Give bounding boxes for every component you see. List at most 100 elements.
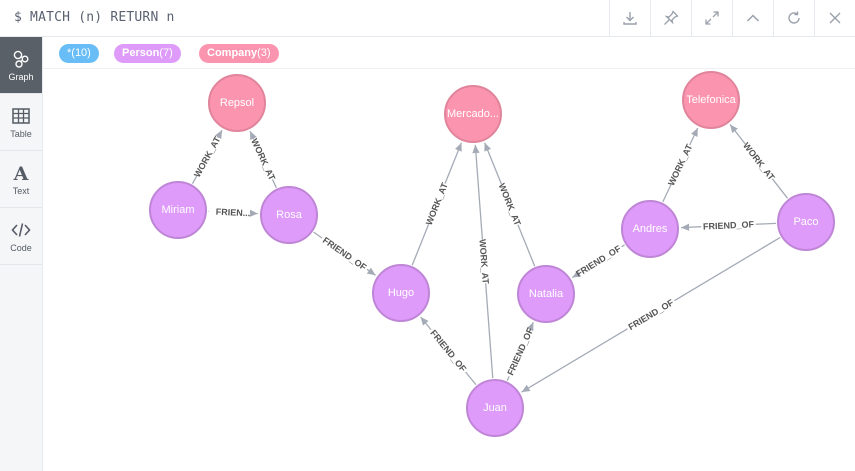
relationship-label: WORK_AT (424, 181, 450, 227)
node-circle[interactable] (517, 265, 575, 323)
relationship-miriam-repsol[interactable]: WORK_AT (191, 129, 223, 185)
collapse-button[interactable] (732, 0, 772, 36)
text-icon: A (13, 163, 29, 183)
graph-icon (13, 50, 29, 68)
tag-person[interactable]: Person(7) (114, 44, 181, 63)
relationship-miriam-rosa[interactable]: FRIEN... (207, 207, 259, 219)
sidebar-item-label: Text (12, 185, 30, 196)
node-label: Natalia (529, 288, 564, 300)
node-circle[interactable] (777, 193, 835, 251)
query-text[interactable]: $ MATCH (n) RETURN n (14, 10, 175, 25)
relationship-label: FRIEND_OF (626, 297, 675, 332)
node-circle[interactable] (372, 264, 430, 322)
download-button[interactable] (609, 0, 649, 36)
relationship-natalia-mercado[interactable]: WORK_AT (484, 142, 536, 267)
relationship-line (313, 231, 323, 239)
sidebar-item-text[interactable]: A Text (0, 151, 42, 208)
node-telefonica[interactable]: Telefonica (682, 71, 740, 129)
node-label: Paco (793, 216, 818, 228)
node-label: Mercado... (447, 108, 499, 120)
node-miriam[interactable]: Miriam (149, 181, 207, 239)
tag-label: Person (122, 47, 160, 59)
relationship-line (729, 124, 746, 145)
refresh-icon (787, 11, 800, 24)
node-label: Juan (483, 402, 507, 414)
tag-count: (3) (257, 47, 271, 59)
tag-all[interactable]: *(10) (59, 44, 99, 63)
relationship-label: WORK_AT (741, 141, 777, 183)
pin-button[interactable] (650, 0, 690, 36)
relationship-line (420, 316, 432, 331)
relationship-label: FRIEND_OF (428, 328, 468, 374)
node-circle[interactable] (466, 379, 524, 437)
relationships-layer: WORK_AT WORK_AT FRIEN... FRIEND_OF WORK_AT WO… (191, 124, 789, 393)
relationship-juan-hugo[interactable]: FRIEND_OF (420, 316, 477, 386)
chevron-up-icon (746, 14, 759, 22)
view-sidebar: Graph Table A Text Code (0, 37, 43, 471)
sidebar-item-graph[interactable]: Graph (0, 37, 42, 94)
relationship-paco-andres[interactable]: FRIEND_OF (680, 219, 777, 232)
node-label: Miriam (162, 204, 195, 216)
sidebar-item-code[interactable]: Code (0, 208, 42, 265)
relationship-line (484, 142, 503, 185)
tag-count: (10) (71, 47, 91, 59)
relationship-rosa-repsol[interactable]: WORK_AT (249, 130, 277, 189)
node-circle[interactable] (682, 71, 740, 129)
relationship-line (621, 244, 625, 248)
graph-svg[interactable]: WORK_AT WORK_AT FRIEN... FRIEND_OF WORK_AT WO… (43, 69, 855, 471)
node-hugo[interactable]: Hugo (372, 264, 430, 322)
relationship-label: FRIEND_OF (321, 235, 369, 273)
node-paco[interactable]: Paco (777, 193, 835, 251)
relationship-hugo-mercado[interactable]: WORK_AT (411, 142, 463, 266)
node-andres[interactable]: Andres (621, 200, 679, 258)
relationship-paco-telefonica[interactable]: WORK_AT (729, 124, 789, 199)
relationship-juan-mercado[interactable]: WORK_AT (472, 144, 494, 379)
relationship-rosa-hugo[interactable]: FRIEND_OF (313, 231, 376, 276)
node-juan[interactable]: Juan (466, 379, 524, 437)
fullscreen-button[interactable] (691, 0, 731, 36)
relationship-line (771, 178, 789, 199)
rerun-button[interactable] (773, 0, 813, 36)
node-circle[interactable] (260, 186, 318, 244)
relationship-label: WORK_AT (477, 239, 490, 285)
pin-icon (663, 10, 679, 25)
relationship-line (526, 322, 534, 332)
sidebar-item-table[interactable]: Table (0, 94, 42, 151)
node-repsol[interactable]: Repsol (208, 74, 266, 132)
node-circle[interactable] (208, 74, 266, 132)
relationship-line (521, 328, 628, 393)
sidebar-item-label: Table (10, 128, 32, 139)
label-tag-bar: *(10) Person(7) Company(3) (43, 37, 855, 69)
relationship-line (755, 222, 777, 225)
relationship-andres-telefonica[interactable]: WORK_AT (662, 127, 699, 203)
node-circle[interactable] (149, 181, 207, 239)
relationship-label: FRIEND_OF (574, 243, 623, 279)
node-circle[interactable] (444, 85, 502, 143)
node-label: Andres (633, 223, 668, 235)
relationship-line (249, 130, 257, 141)
tag-label: Company (207, 47, 258, 59)
node-rosa[interactable]: Rosa (260, 186, 318, 244)
tag-company[interactable]: Company(3) (199, 44, 279, 63)
relationship-label: WORK_AT (192, 134, 223, 179)
relationship-line (465, 371, 477, 386)
graph-canvas[interactable]: WORK_AT WORK_AT FRIEN... FRIEND_OF WORK_AT WO… (43, 69, 855, 471)
code-icon (11, 222, 31, 237)
relationship-andres-natalia[interactable]: FRIEND_OF (571, 243, 625, 279)
tag-label: * (67, 47, 72, 59)
close-button[interactable] (814, 0, 854, 36)
node-natalia[interactable]: Natalia (517, 265, 575, 323)
node-mercado[interactable]: Mercado... (444, 85, 502, 143)
relationship-label: FRIEND_OF (505, 326, 535, 377)
relationship-line (674, 236, 781, 302)
table-icon (12, 107, 30, 124)
relationship-line (571, 270, 582, 279)
relationship-label: WORK_AT (666, 142, 694, 187)
node-circle[interactable] (621, 200, 679, 258)
svg-text:A: A (13, 163, 29, 183)
relationship-line (662, 184, 672, 203)
relationship-label: WORK_AT (249, 137, 277, 182)
relationship-juan-natalia[interactable]: FRIEND_OF (505, 322, 535, 381)
relationship-line (214, 129, 223, 140)
relationship-label: WORK_AT (497, 182, 523, 228)
